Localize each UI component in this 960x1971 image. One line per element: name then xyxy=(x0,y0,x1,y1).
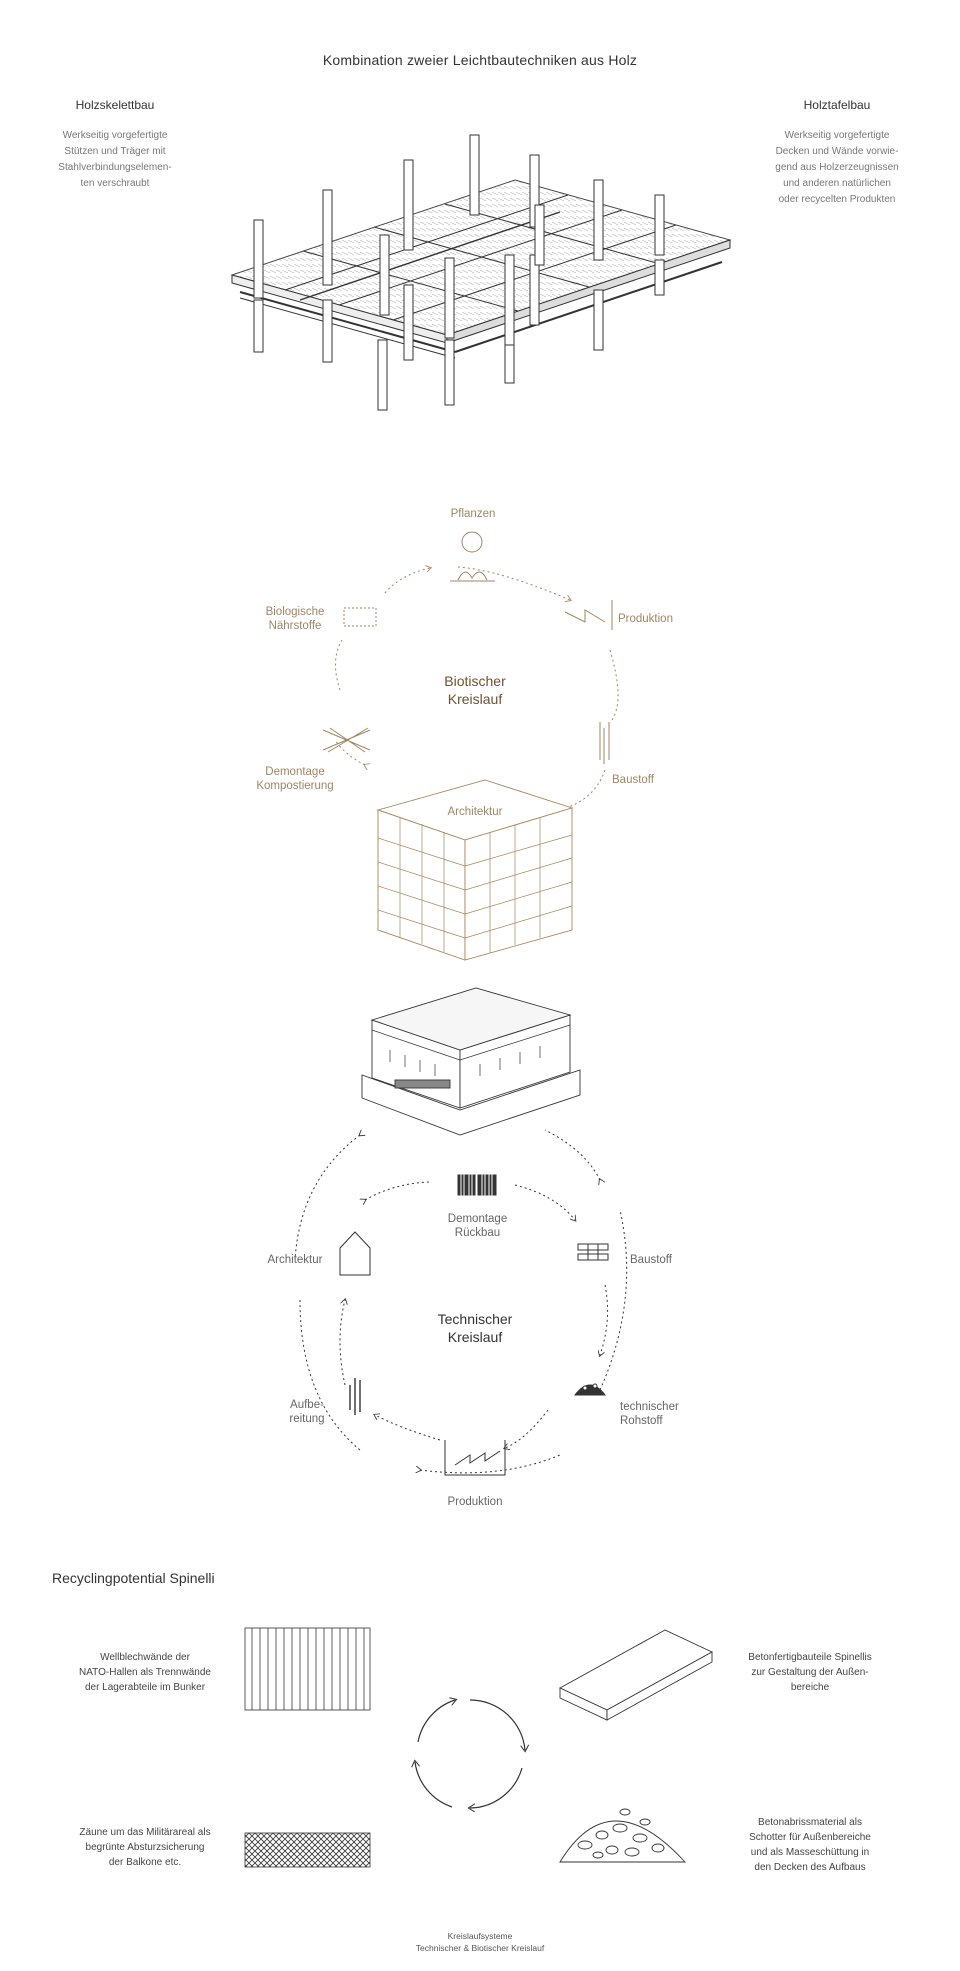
factory-icon xyxy=(444,1440,506,1476)
plant-icon xyxy=(450,571,495,582)
timber-frame-isometric xyxy=(230,134,732,411)
bunker-building-icon xyxy=(361,987,581,1136)
demolition-barcode-icon xyxy=(457,1174,497,1196)
label-baustoff-bio: Baustoff xyxy=(612,774,654,786)
page-title: Kombination zweier Leichtbautechniken au… xyxy=(322,52,638,68)
label-baustoff-tech: Baustoff xyxy=(630,1254,672,1266)
plant-sun-icon xyxy=(461,531,483,553)
production-icon xyxy=(564,600,613,630)
label-produktion-bio: Produktion xyxy=(618,613,673,625)
fence-mesh-icon xyxy=(244,1832,371,1868)
house-icon xyxy=(339,1231,371,1276)
concrete-slab-icon xyxy=(559,1629,713,1721)
baustoff-bio-icon xyxy=(599,722,610,764)
label-aufbereitung: Aufbe-reitung xyxy=(289,1399,325,1425)
holztafelbau-heading: Holztafelbau xyxy=(803,98,871,112)
label-pflanzen: Pflanzen xyxy=(450,508,496,520)
label-architektur-tech: Architektur xyxy=(267,1254,323,1266)
timber-building-icon xyxy=(376,779,574,961)
nutrients-icon xyxy=(343,607,377,627)
label-produktion-tech: Produktion xyxy=(447,1496,503,1508)
corrugated-sheet-icon xyxy=(244,1627,371,1711)
label-architektur-bio: Architektur xyxy=(447,806,503,818)
rubble-pile-icon xyxy=(559,1808,687,1863)
holzskelettbau-heading: Holzskelettbau xyxy=(75,98,155,112)
recycling-heading: Recyclingpotential Spinelli xyxy=(52,1570,215,1586)
rubble-icon xyxy=(573,1383,607,1396)
baustoff-tech-icon xyxy=(577,1243,609,1261)
compost-icon xyxy=(322,727,371,753)
processing-icon xyxy=(349,1378,361,1415)
